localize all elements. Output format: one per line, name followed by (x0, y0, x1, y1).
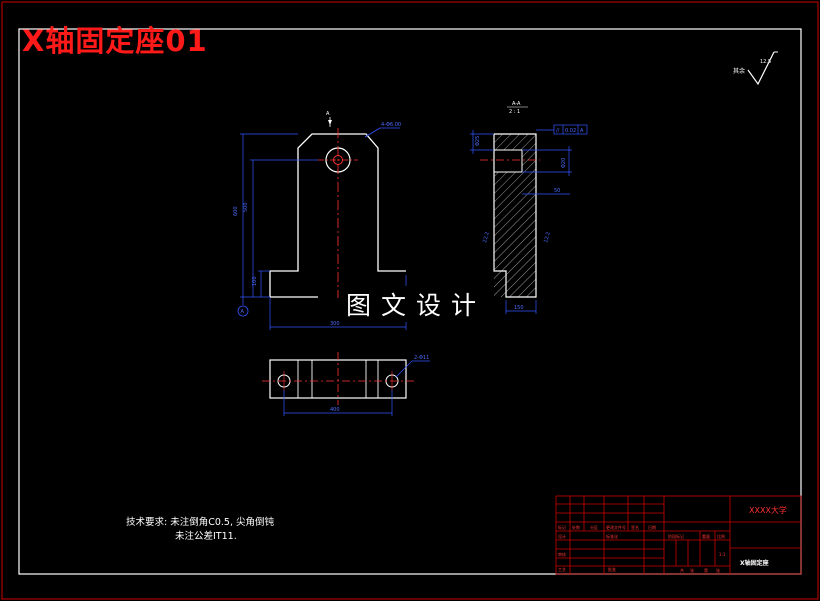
dim-hole-spacing: 400 (330, 407, 340, 413)
technical-requirements: 技术要求: 未注倒角C0.5, 尖角倒钝 未注公差IT11. (126, 516, 274, 544)
gt-symbol: // (556, 128, 560, 134)
tb-col-header-3: 更改文件号 (606, 524, 626, 530)
dim-slope1: 22.2 (482, 231, 491, 243)
dim-upright-height: 500 (243, 202, 249, 212)
geometric-tolerance-frame: // 0.02 A (536, 124, 588, 135)
tb-col2-1: 批准 (608, 566, 616, 572)
tb-col-header-0: 标记 (558, 524, 566, 530)
tb-stage-header-0: 阶段标记 (668, 533, 684, 539)
dim-overall-height: 600 (233, 206, 239, 216)
tb-scale-value: 1:1 (719, 552, 726, 557)
dim-thickness: 150 (514, 305, 524, 311)
section-scale: 2 : 1 (509, 109, 520, 115)
bottom-hole-callout: 2-Φ11 (414, 355, 429, 361)
dim-slope2: 12.2 (543, 231, 552, 243)
datum-a-symbol (237, 305, 249, 317)
surface-roughness-symbol: 其余 12.5 (733, 51, 778, 86)
tb-row-label-2: 工艺 (558, 567, 566, 572)
tb-sheet-2: 第 (704, 567, 708, 573)
roughness-value: 12.5 (760, 59, 771, 65)
tb-col-header-1: 处数 (572, 524, 580, 530)
tb-stage-header-2: 比例 (717, 533, 725, 539)
dim-bore: Φ20 (561, 158, 567, 168)
dim-width: 300 (330, 321, 340, 327)
tb-col-header-5: 日期 (648, 524, 656, 530)
tb-university: XXXX大学 (749, 505, 787, 515)
bottom-view: 2-Φ11 400 (262, 352, 430, 416)
title-block-text: XXXX大学 X轴固定座 标记 处数 分区 更改文件号 签名 日期 设计 审核 … (558, 505, 787, 573)
section-view: A-A 2 : 1 Φ25 Φ20 50 22.2 (470, 101, 588, 314)
gt-value: 0.02 (565, 128, 576, 134)
tb-row-label-0: 设计 (558, 533, 566, 539)
dim-base-height: 100 (252, 276, 258, 286)
tech-req-line-1: 技术要求: 未注倒角C0.5, 尖角倒钝 (126, 517, 275, 528)
gt-datum: A (580, 128, 584, 134)
tb-stage-header-1: 重量 (702, 533, 710, 539)
front-view: A 4-Φ6.00 600 500 100 A 300 (233, 111, 407, 330)
roughness-label: 其余 (733, 67, 745, 75)
watermark-text: 图文设计 (342, 286, 491, 322)
section-label: A-A (512, 101, 521, 107)
tb-sheet-3: 张 (716, 567, 720, 573)
tb-row-label-1: 审核 (558, 551, 566, 557)
tb-col-header-2: 分区 (590, 524, 598, 530)
dim-top: Φ25 (475, 136, 481, 146)
tb-col-header-4: 签名 (631, 524, 639, 530)
title-block (555, 495, 802, 575)
datum-a-label: A (241, 309, 245, 315)
tb-col2-0: 标准化 (606, 533, 618, 539)
section-outline (493, 133, 537, 298)
drawing-title: X轴固定座01 (22, 24, 208, 58)
drawing-frame (18, 28, 802, 575)
front-hole-callout: 4-Φ6.00 (381, 122, 401, 128)
front-vertical-dimensions (240, 133, 318, 298)
front-view-outline (269, 133, 406, 297)
section-marker-label: A (326, 111, 330, 117)
tech-req-line-2: 未注公差IT11. (175, 531, 237, 542)
tb-part-name: X轴固定座 (740, 559, 769, 567)
tb-sheet-0: 共 (680, 567, 684, 573)
dim-depth: 50 (554, 188, 560, 194)
tb-sheet-1: 张 (690, 567, 694, 573)
